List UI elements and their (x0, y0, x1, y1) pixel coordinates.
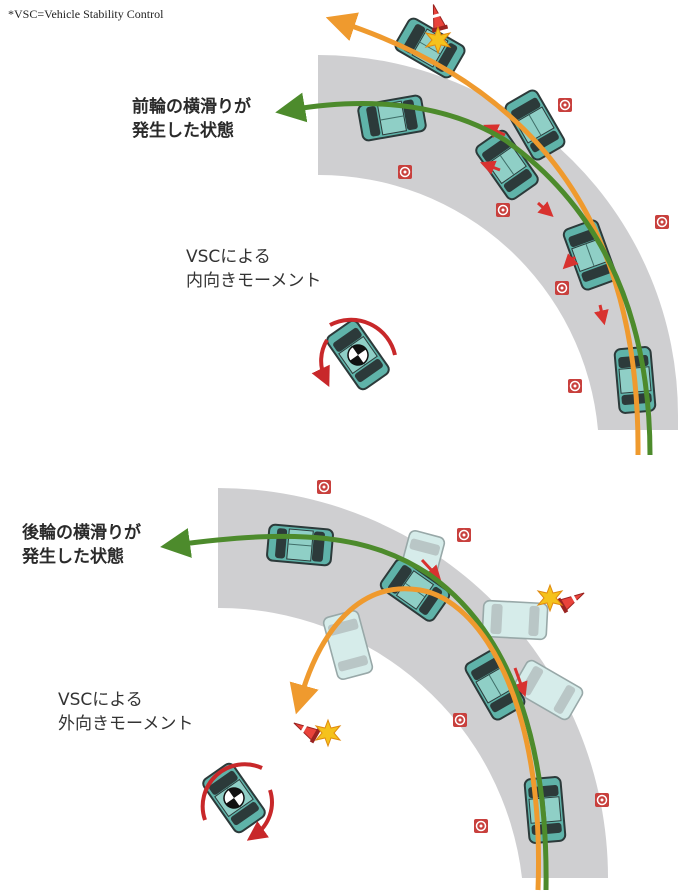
bottom-green-path (160, 528, 549, 891)
bottom-state-label: 後輪の横滑りが 発生した状態 (22, 521, 141, 569)
top-moment-line2: 内向きモーメント (186, 271, 322, 291)
bottom-outward-moment-arrow (200, 762, 274, 835)
top-state-line2: 発生した状態 (132, 121, 234, 141)
top-green-path (275, 92, 653, 456)
top-orange-path (325, 12, 641, 456)
top-brake-arrows (479, 124, 609, 326)
bottom-moment-line2: 外向きモーメント (58, 714, 194, 734)
top-moment-line1: VSCによる (186, 247, 271, 267)
bottom-state-line2: 発生した状態 (22, 547, 124, 567)
bottom-vsc-car (199, 760, 269, 836)
bottom-moment-line1: VSCによる (58, 690, 143, 710)
top-moment-label: VSCによる 内向きモーメント (186, 245, 321, 293)
footnote: *VSC=Vehicle Stability Control (8, 7, 164, 21)
top-state-label: 前輪の横滑りが 発生した状態 (132, 95, 251, 143)
bottom-crash-star-left-icon (315, 719, 341, 747)
bottom-brake-arrows (420, 558, 528, 698)
top-road (318, 55, 678, 430)
bottom-road (218, 488, 608, 878)
bottom-orange-path (289, 586, 542, 891)
top-state-line1: 前輪の横滑りが (132, 97, 251, 117)
bottom-cone-right-icon (556, 585, 589, 614)
top-inward-moment-arrow (321, 317, 397, 378)
bottom-state-line1: 後輪の横滑りが (22, 523, 141, 543)
bottom-moment-label: VSCによる 外向きモーメント (58, 688, 193, 736)
